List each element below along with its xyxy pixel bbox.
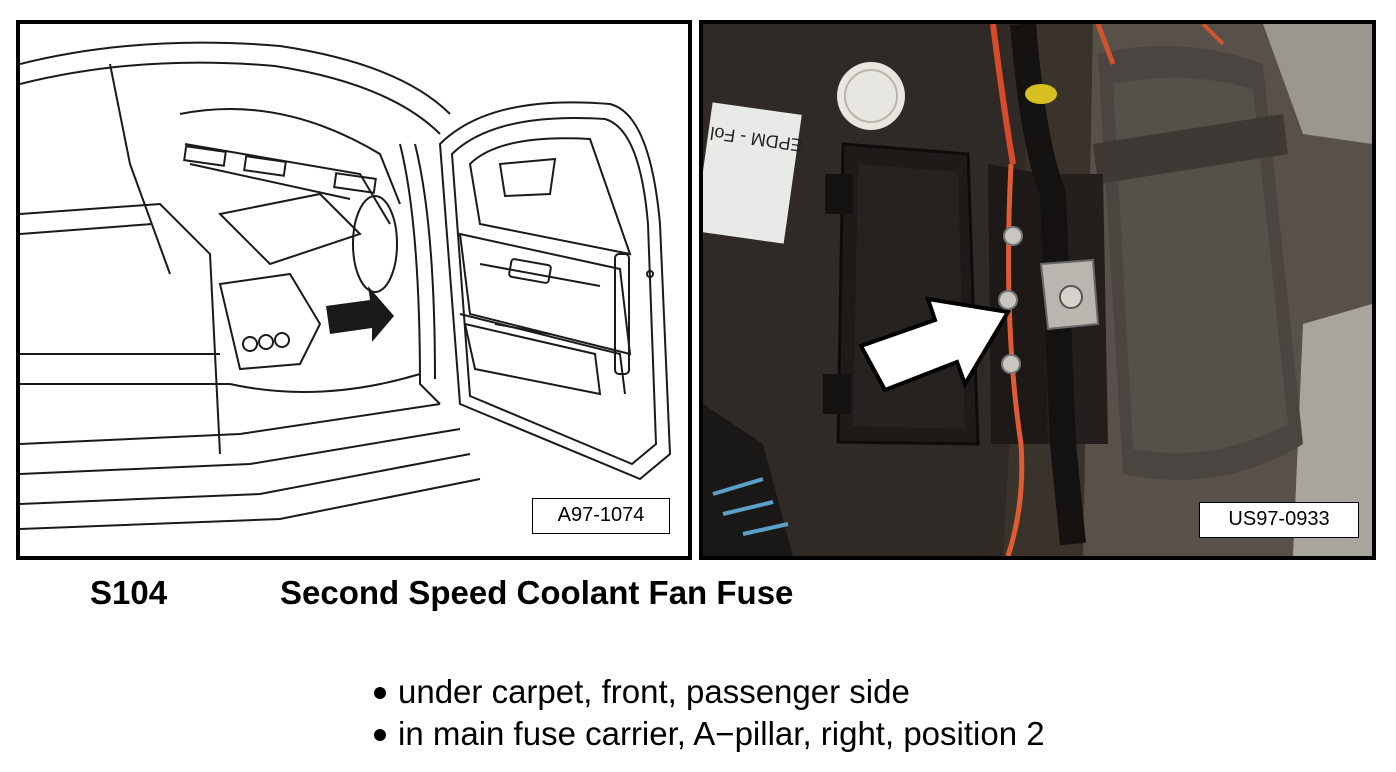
location-list: under carpet, front, passenger side in m… — [372, 671, 1045, 755]
fuse-title: Second Speed Coolant Fan Fuse — [280, 574, 794, 611]
pointer-arrow-icon — [326, 286, 394, 342]
figure-ref-label: A97-1074 — [532, 498, 670, 534]
list-item: under carpet, front, passenger side — [372, 671, 1045, 713]
bullet-icon — [374, 729, 386, 741]
location-text: in main fuse carrier, A−pillar, right, p… — [398, 715, 1045, 752]
fuse-carrier-photo: EPDM - Fol — [703, 24, 1372, 556]
list-item: in main fuse carrier, A−pillar, right, p… — [372, 713, 1045, 755]
door-line-drawing — [20, 41, 672, 530]
fuse-code: S104 — [90, 574, 168, 611]
photo-fuse-carrier: EPDM - Fol US97-0933 — [699, 20, 1376, 560]
figure-ref-label: US97-0933 — [1199, 502, 1359, 538]
location-text: under carpet, front, passenger side — [398, 673, 910, 710]
pointer-arrow-icon — [858, 296, 1012, 393]
illustration-door-drawing: A97-1074 — [16, 20, 692, 560]
bullet-icon — [374, 687, 386, 699]
